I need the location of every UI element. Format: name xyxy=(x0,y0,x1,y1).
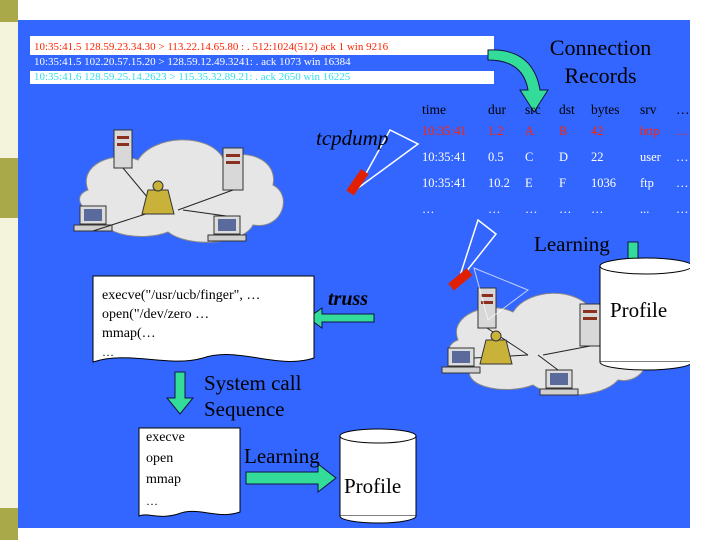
table-cell: … xyxy=(591,202,604,216)
table-header-srv: srv xyxy=(640,102,657,117)
syscall-sequence-item: … xyxy=(146,494,158,508)
table-header-src: src xyxy=(525,102,541,117)
table-cell: 0.5 xyxy=(488,150,504,164)
table-cell: … xyxy=(559,202,572,216)
diagram-graphics xyxy=(73,49,690,524)
profile-database-icon xyxy=(599,257,690,371)
server-icon xyxy=(113,129,159,211)
learning-label-bottom: Learning xyxy=(244,444,320,468)
slide-sidebar xyxy=(0,0,18,540)
syscall-trace-line: … xyxy=(102,345,114,359)
server-icon xyxy=(177,147,244,211)
computer-icon xyxy=(537,354,579,396)
system-call-line-2: Sequence xyxy=(204,397,285,421)
table-cell: B xyxy=(559,124,568,138)
computer-icon xyxy=(441,347,529,374)
arrow-to-profile-bottom xyxy=(245,462,337,494)
table-cell: 10:35:41 xyxy=(422,124,467,138)
connection-records-title: Connection Records xyxy=(518,34,683,90)
table-cell: 42 xyxy=(591,124,604,138)
system-call-line-1: System call xyxy=(204,371,302,395)
table-cell: http xyxy=(640,124,660,138)
syscall-trace-line: execve("/usr/ucb/finger", … xyxy=(102,288,261,303)
table-cell: 22 xyxy=(591,150,604,164)
truss-label: truss xyxy=(328,288,369,310)
sidebar-stripe xyxy=(0,508,18,540)
table-cell: ftp xyxy=(640,176,654,190)
log-line-3: 10:35:41.6 128.59.25.14.2623 > 115.35.32… xyxy=(34,71,351,83)
arrow-to-trace xyxy=(307,307,375,329)
table-cell: … xyxy=(676,124,689,138)
syscall-trace-line: mmap(… xyxy=(102,326,156,341)
syscall-sequence-box xyxy=(138,427,241,517)
table-cell: 1036 xyxy=(591,176,616,190)
syscall-trace-line: open("/dev/zero … xyxy=(102,307,210,322)
table-cell: 10:35:41 xyxy=(422,176,467,190)
table-cell: E xyxy=(525,176,533,190)
table-cell: 10:35:41 xyxy=(422,150,467,164)
table-header-bytes: bytes xyxy=(591,102,620,117)
learning-label-top: Learning xyxy=(534,232,610,256)
system-call-sequence-label: System call Sequence xyxy=(204,370,301,422)
flashlight-icon xyxy=(346,129,420,196)
table-cell: … xyxy=(488,202,501,216)
table-cell: F xyxy=(559,176,566,190)
sidebar-stripe xyxy=(0,158,18,218)
table-cell: D xyxy=(559,150,569,164)
arrow-to-records xyxy=(487,49,549,113)
table-cell: … xyxy=(525,202,538,216)
log-line-1: 10:35:41.5 128.59.23.34.30 > 113.22.14.6… xyxy=(34,41,389,53)
table-cell: … xyxy=(676,150,689,164)
table-cell: ... xyxy=(640,202,650,216)
table-cell: user xyxy=(640,150,661,164)
diagram-slide: 10:35:41.5 128.59.23.34.30 > 113.22.14.6… xyxy=(18,20,690,528)
money-bag-icon xyxy=(141,180,175,215)
table-cell: … xyxy=(676,176,689,190)
table-cell: … xyxy=(422,202,435,216)
profile-database-icon xyxy=(339,428,417,524)
table-cell: … xyxy=(676,202,689,216)
flashlight-icon xyxy=(448,218,530,321)
table-cell: 1.2 xyxy=(488,124,504,138)
title-line-1: Connection xyxy=(549,35,652,60)
table-cell: 10.2 xyxy=(488,176,510,190)
computer-icon xyxy=(182,209,247,242)
syscall-sequence-item: execve xyxy=(146,430,185,445)
money-bag-icon xyxy=(479,330,513,365)
table-header-more: … xyxy=(676,102,690,117)
sidebar-stripe xyxy=(0,0,18,22)
table-cell: C xyxy=(525,150,534,164)
arrow-to-sequence xyxy=(165,371,195,415)
table-cell: A xyxy=(525,124,535,138)
tcpdump-label: tcpdump xyxy=(316,126,389,150)
table-header-dst: dst xyxy=(559,102,575,117)
log-line-2: 10:35:41.5 102.20.57.15.20 > 128.59.12.4… xyxy=(34,56,351,68)
log-line-2-band xyxy=(30,55,494,71)
syscall-sequence-item: open xyxy=(146,451,174,466)
profile-label-bottom: Profile xyxy=(344,474,402,498)
table-header-time: time xyxy=(422,102,446,117)
title-line-2: Records xyxy=(564,63,637,88)
table-header-dur: dur xyxy=(488,102,506,117)
profile-label-right: Profile xyxy=(610,298,668,322)
syscall-sequence-item: mmap xyxy=(146,472,181,487)
syscall-trace-box xyxy=(92,275,315,363)
